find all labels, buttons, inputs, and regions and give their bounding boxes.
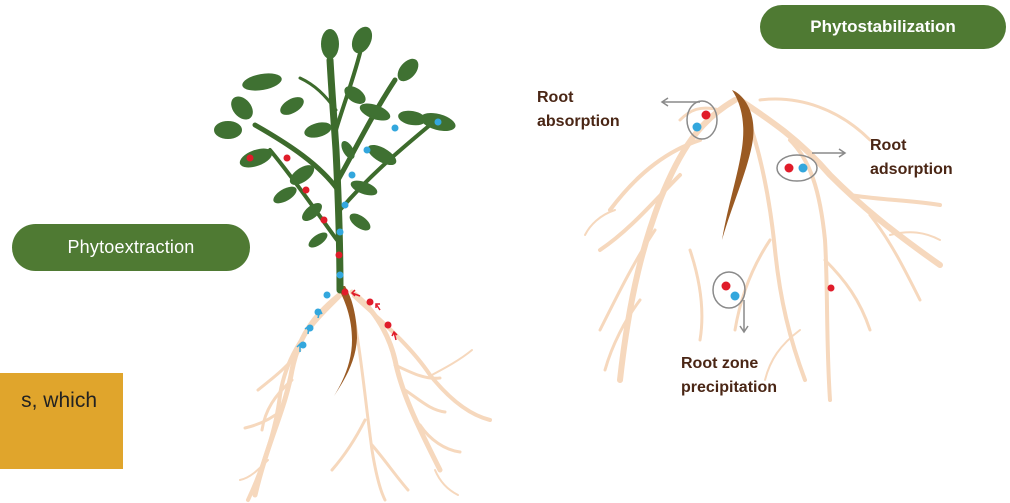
phytoextraction-badge: Phytoextraction (12, 224, 250, 271)
metal-ion-dot (799, 164, 808, 173)
phytoextraction-label: Phytoextraction (67, 237, 194, 258)
metal-ion-dot (828, 285, 835, 292)
root-absorption-line-1: Root (537, 86, 620, 110)
metal-ion-dot (722, 282, 731, 291)
root-absorption-label: Root absorption (537, 86, 620, 134)
root-adsorption-line-1: Root (870, 134, 953, 158)
metal-ion-dot (336, 252, 343, 259)
metal-ion-dot (435, 119, 442, 126)
plant-illustration (214, 24, 490, 500)
phytostabilization-badge: Phytostabilization (760, 5, 1006, 49)
metal-ion-dot (303, 187, 310, 194)
metal-ion-dot (337, 229, 344, 236)
root-zone-precipitation-label: Root zone precipitation (681, 352, 777, 400)
root-adsorption-label: Root adsorption (870, 134, 953, 182)
arrow-icon (662, 98, 700, 106)
root-zone-line-1: Root zone (681, 352, 777, 376)
metal-ion-dot (364, 147, 371, 154)
metal-ion-dot (337, 272, 344, 279)
metal-ion-dot (342, 289, 349, 296)
left-stems (255, 45, 430, 290)
callout-box: s, which (0, 373, 123, 469)
root-adsorption-line-2: adsorption (870, 158, 953, 182)
arrow-icon (812, 149, 845, 157)
arrow-icon (376, 304, 380, 310)
metal-ion-dot (324, 292, 331, 299)
left-taproot (334, 286, 357, 396)
metal-ion-dot (247, 155, 254, 162)
root-zone-line-2: precipitation (681, 376, 777, 400)
metal-ion-dot (342, 202, 349, 209)
metal-ion-dot (731, 292, 740, 301)
right-taproot (722, 90, 754, 240)
metal-ion-dot (693, 123, 702, 132)
metal-ion-dot (385, 322, 392, 329)
metal-ion-dot (392, 125, 399, 132)
metal-ion-dot (785, 164, 794, 173)
ion-group-outline (713, 272, 745, 308)
root-absorption-line-2: absorption (537, 110, 620, 134)
metal-ion-dot (284, 155, 291, 162)
left-root-system (240, 292, 490, 500)
callout-text: s, which (21, 389, 97, 413)
metal-ion-dot (702, 111, 711, 120)
metal-ion-dot (367, 299, 374, 306)
metal-ion-dot (321, 217, 328, 224)
metal-ion-dot (349, 172, 356, 179)
phytostabilization-label: Phytostabilization (810, 17, 955, 37)
